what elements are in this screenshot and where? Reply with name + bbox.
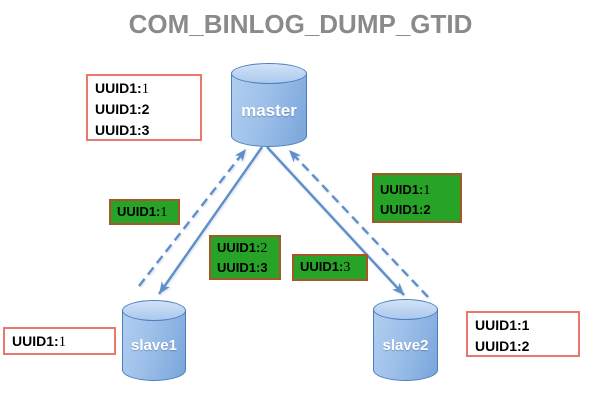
slave1-request-gtid-box: UUID1:1 xyxy=(109,199,180,225)
slave2-cylinder-body xyxy=(373,309,438,381)
master-cylinder-body xyxy=(231,73,307,147)
slave1-cylinder-body xyxy=(122,310,186,381)
master-label: master xyxy=(241,101,297,120)
gtid-line: UUID1:2 xyxy=(380,202,431,217)
gtid-line: UUID1:1 xyxy=(12,333,67,350)
slave1-node: slave1 xyxy=(122,300,186,381)
gtid-line: UUID1:3 xyxy=(217,260,268,275)
master-to-slave1-solid-arrow xyxy=(158,146,263,295)
slave2-request-gtid-box: UUID1:1 UUID1:2 xyxy=(372,173,462,223)
gtid-line: UUID1:3 xyxy=(300,259,351,275)
gtid-line: UUID1:1 xyxy=(380,182,431,198)
gtid-line: UUID1:1 xyxy=(475,317,530,333)
master-to-slave2-gtid-box: UUID1:3 xyxy=(292,254,368,281)
gtid-line: UUID1:1 xyxy=(95,80,150,97)
gtid-line: UUID1:2 xyxy=(217,240,268,256)
slave2-cylinder-top xyxy=(373,299,438,320)
gtid-line: UUID1:1 xyxy=(117,204,168,220)
slave1-label: slave1 xyxy=(131,337,177,354)
diagram-title: COM_BINLOG_DUMP_GTID xyxy=(128,9,473,39)
master-to-slave2-solid-arrow xyxy=(266,146,405,296)
slave2-to-master-dashed-arrow xyxy=(288,149,429,298)
gtid-line: UUID1:3 xyxy=(95,122,150,138)
gtid-line: UUID1:2 xyxy=(95,101,150,117)
master-node: master xyxy=(231,63,307,147)
master-cylinder-top xyxy=(231,63,307,84)
slave2-gtid-set-box: UUID1:1 UUID1:2 xyxy=(466,311,580,357)
gtid-line: UUID1:2 xyxy=(475,338,530,354)
slave2-label: slave2 xyxy=(382,337,429,354)
master-to-slave1-gtid-box: UUID1:2 UUID1:3 xyxy=(209,235,281,280)
slave2-node: slave2 xyxy=(373,299,438,381)
slave1-gtid-set-box: UUID1:1 xyxy=(3,327,116,355)
master-gtid-set-box: UUID1:1 UUID1:2 UUID1:3 xyxy=(86,74,202,141)
slave1-cylinder-top xyxy=(122,300,186,321)
